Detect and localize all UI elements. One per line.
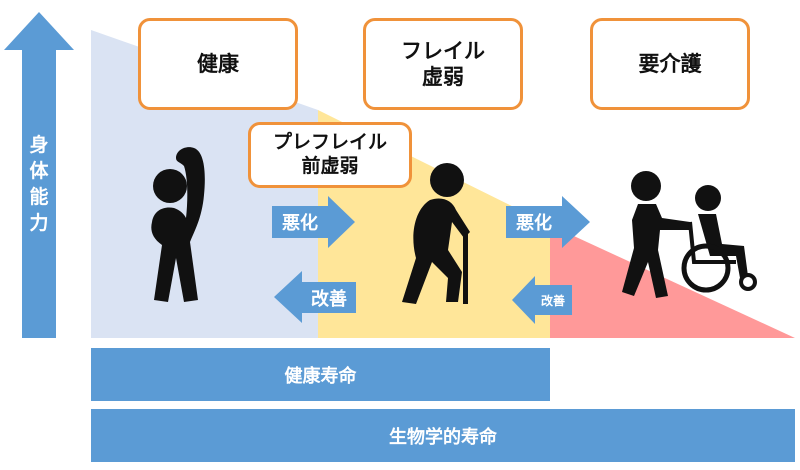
healthy-life-label: 健康寿命 [284, 365, 357, 387]
prefrailty-stage-box: プレフレイル 前虚弱 [248, 122, 412, 188]
improve-arrow-1 [274, 271, 356, 323]
care-zone [550, 225, 795, 338]
worsen-arrow-1 [272, 196, 355, 248]
healthy-stage-box: 健康 [138, 18, 298, 110]
improve-label-2: 改善 [540, 293, 565, 308]
improve-label-1: 改善 [311, 288, 347, 310]
prefrailty-stage-label: プレフレイル [272, 131, 387, 154]
axis-char: 能 [29, 186, 49, 208]
care-stage-box: 要介護 [590, 18, 750, 110]
axis-char: 体 [29, 160, 49, 182]
prefrailty-stage-sublabel: 前虚弱 [301, 155, 359, 177]
worsen-label-2: 悪化 [516, 213, 552, 234]
elderly-with-cane-icon [402, 163, 470, 304]
improve-arrow-2 [512, 276, 572, 324]
biological-life-label: 生物学的寿命 [389, 426, 497, 448]
stretching-person-icon [151, 147, 205, 302]
frailty-stage-label: フレイル [401, 38, 485, 63]
healthy-life-bar: 健康寿命 [91, 348, 550, 401]
biological-life-bar: 生物学的寿命 [91, 409, 795, 462]
physical-ability-arrow [4, 12, 74, 338]
axis-char: 力 [29, 212, 49, 234]
wheelchair-care-icon [622, 171, 757, 298]
physical-ability-label: 身 体 能 力 [22, 132, 56, 236]
worsen-label-1: 悪化 [282, 213, 318, 234]
healthy-stage-label: 健康 [197, 51, 239, 76]
axis-char: 身 [29, 134, 49, 156]
worsen-arrow-2 [506, 196, 590, 248]
care-stage-label: 要介護 [638, 51, 702, 76]
frailty-stage-sublabel: 虚弱 [422, 65, 464, 89]
frailty-stage-box: フレイル 虚弱 [363, 18, 523, 110]
